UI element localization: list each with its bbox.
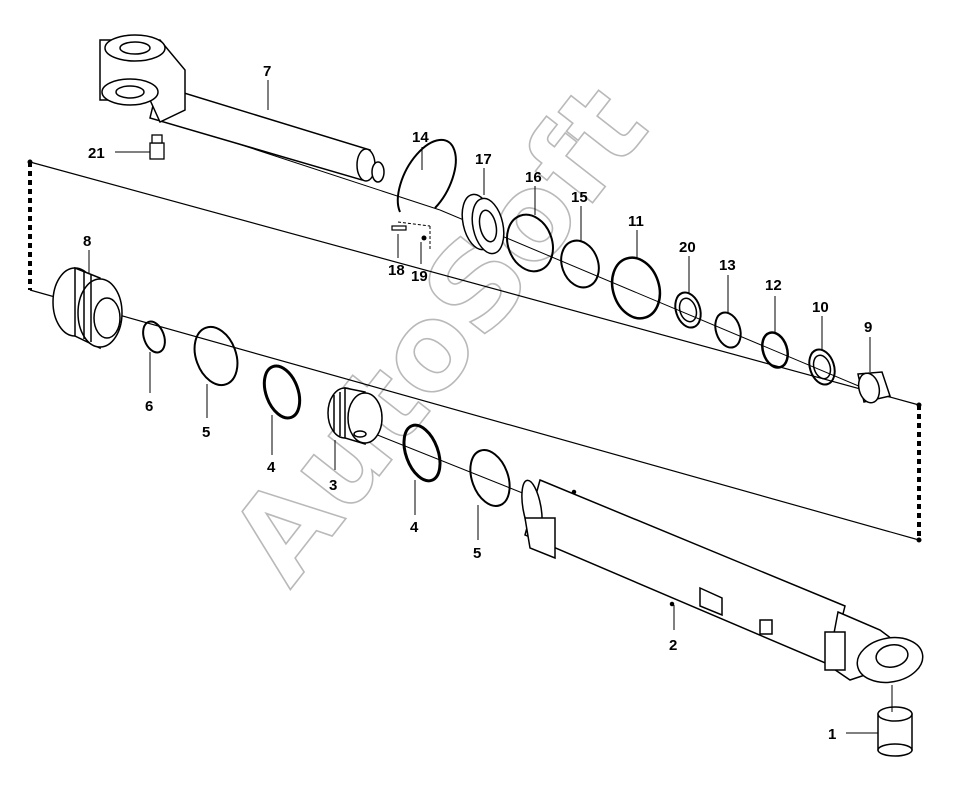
set-screw <box>421 235 427 241</box>
callout-6: 6 <box>145 398 153 415</box>
pin <box>391 225 407 231</box>
callout-labels: 1 2 3 4 4 5 5 6 7 8 9 10 11 12 13 14 15 … <box>83 63 872 743</box>
snap-ring <box>396 138 457 213</box>
piston-rod <box>99 34 385 183</box>
callout-8: 8 <box>83 233 91 250</box>
callout-3: 3 <box>329 477 337 494</box>
callout-10: 10 <box>812 299 829 316</box>
callout-13: 13 <box>719 257 736 274</box>
leader-lines <box>88 80 893 734</box>
callout-19: 19 <box>411 268 428 285</box>
callout-4a: 4 <box>267 459 276 476</box>
lock-nut <box>461 193 505 255</box>
callout-17: 17 <box>475 151 492 168</box>
callout-5a: 5 <box>202 424 210 441</box>
cylinder-head <box>52 266 123 350</box>
callout-7: 7 <box>263 63 271 80</box>
callout-12: 12 <box>765 277 782 294</box>
callout-15: 15 <box>571 189 588 206</box>
callout-16: 16 <box>525 169 542 186</box>
callout-2: 2 <box>669 637 677 654</box>
rod-seal-rings <box>506 213 836 386</box>
grease-nipple <box>149 134 165 160</box>
callout-18: 18 <box>388 262 405 279</box>
callout-9: 9 <box>864 319 872 336</box>
callout-20: 20 <box>679 239 696 256</box>
callout-14: 14 <box>412 129 429 146</box>
bushing-bottom <box>877 706 913 757</box>
bushing-head <box>857 371 891 404</box>
callout-5b: 5 <box>473 545 481 562</box>
cylinder-tube <box>521 478 924 684</box>
callout-21: 21 <box>88 145 105 162</box>
callout-1: 1 <box>828 726 836 743</box>
callout-11: 11 <box>628 213 644 230</box>
callout-4b: 4 <box>410 519 419 536</box>
piston <box>327 387 383 446</box>
piston-side-rings <box>142 320 511 507</box>
